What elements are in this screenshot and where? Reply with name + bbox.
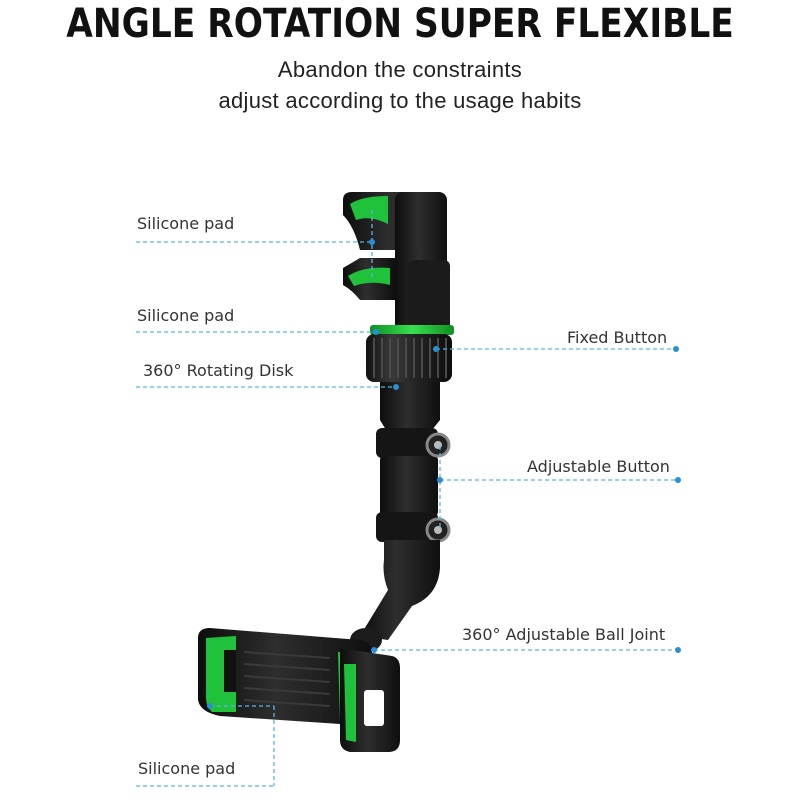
adjustable-button-lower — [425, 517, 451, 543]
mirror-clamp — [343, 192, 450, 342]
label-ball-joint: 360° Adjustable Ball Joint — [462, 625, 666, 644]
label-silicone-pad-mid: Silicone pad — [137, 306, 235, 325]
adjustable-button-upper — [425, 432, 451, 458]
label-silicone-pad-top: Silicone pad — [137, 214, 235, 233]
phone-cradle — [198, 628, 400, 752]
label-silicone-pad-bottom: Silicone pad — [138, 759, 236, 778]
silicone-pad-top-lower — [348, 267, 390, 286]
label-adjustable-button: Adjustable Button — [527, 457, 670, 476]
hinge-upper — [376, 428, 438, 458]
green-ring — [370, 325, 454, 335]
label-rotating-disk: 360° Rotating Disk — [143, 361, 294, 380]
rotating-disk — [366, 334, 452, 382]
label-fixed-button: Fixed Button — [567, 328, 668, 347]
subtitle-line-2: adjust according to the usage habits — [218, 88, 582, 113]
page-title: ANGLE ROTATION SUPER FLEXIBLE — [66, 1, 734, 47]
lower-arm — [360, 540, 440, 640]
subtitle-line-1: Abandon the constraints — [277, 57, 523, 82]
silicone-pad-top-upper — [350, 196, 388, 224]
leader-lines — [136, 210, 678, 787]
leader-dots — [207, 239, 681, 709]
hinge-lower — [376, 512, 438, 542]
